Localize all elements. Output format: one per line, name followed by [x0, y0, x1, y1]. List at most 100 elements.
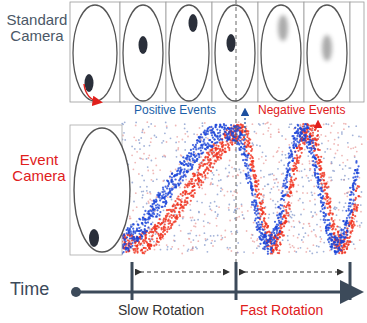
event-dot — [172, 215, 174, 217]
event-dot — [320, 134, 322, 136]
event-dot — [190, 230, 192, 232]
event-dot — [318, 162, 320, 164]
event-dot — [303, 208, 305, 210]
event-dot — [245, 128, 247, 130]
event-dot — [268, 213, 270, 215]
event-dot — [264, 123, 266, 125]
event-dot — [153, 245, 155, 247]
event-dot — [156, 196, 158, 198]
event-dot — [344, 175, 346, 177]
event-dot — [200, 180, 202, 182]
event-dot — [156, 228, 158, 230]
event-dot — [194, 175, 196, 177]
event-dot — [207, 156, 209, 158]
event-dot — [356, 187, 358, 189]
event-dot — [231, 250, 233, 252]
event-dot — [278, 131, 280, 133]
event-dot — [339, 164, 341, 166]
event-dot — [309, 168, 311, 170]
event-dot — [270, 123, 272, 125]
event-dot — [249, 146, 251, 148]
event-dot — [252, 161, 254, 163]
event-dot — [124, 139, 126, 141]
event-dot — [265, 224, 267, 226]
event-dot — [144, 250, 146, 252]
event-dot — [222, 149, 224, 151]
event-dot — [277, 234, 279, 236]
event-dot — [307, 247, 309, 249]
event-dot — [330, 132, 332, 134]
event-dot — [319, 226, 321, 228]
event-dot — [309, 136, 311, 138]
event-dot — [260, 177, 262, 179]
event-dot — [195, 153, 197, 155]
event-dot — [197, 178, 199, 180]
event-dot — [211, 209, 213, 211]
event-dot — [228, 204, 230, 206]
event-dot — [166, 244, 168, 246]
event-dot — [169, 216, 171, 218]
event-dot — [174, 211, 176, 213]
event-dot — [225, 144, 227, 146]
event-dot — [243, 251, 245, 253]
event-dot — [199, 179, 201, 181]
event-dot — [199, 127, 201, 129]
event-dot — [288, 144, 290, 146]
event-dot — [163, 225, 165, 227]
event-dot — [313, 186, 315, 188]
event-dot — [152, 180, 154, 182]
event-dot — [179, 204, 181, 206]
dark-spot — [322, 35, 332, 61]
event-dot — [166, 127, 168, 129]
event-dot — [138, 139, 140, 141]
event-dot — [184, 123, 186, 125]
event-dot — [196, 248, 198, 250]
event-dot — [269, 192, 271, 194]
event-dot — [305, 232, 307, 234]
event-dot — [204, 163, 206, 165]
event-dot — [136, 235, 138, 237]
event-dot — [302, 142, 304, 144]
event-dot — [266, 122, 268, 124]
event-dot — [141, 175, 143, 177]
event-dot — [329, 198, 331, 200]
event-dot — [193, 239, 195, 241]
event-dot — [293, 247, 295, 249]
event-dot — [156, 238, 158, 240]
event-dot — [180, 204, 182, 206]
frame-ellipse — [261, 5, 301, 101]
event-dot — [260, 203, 262, 205]
event-dot — [338, 209, 340, 211]
event-dot — [227, 191, 229, 193]
event-dot — [149, 240, 151, 242]
event-dot — [242, 131, 244, 133]
event-dot — [170, 209, 172, 211]
event-dot — [343, 179, 345, 181]
camera-frames — [70, 2, 364, 102]
event-dot — [205, 156, 207, 158]
event-dot — [210, 202, 212, 204]
event-dot — [253, 177, 255, 179]
event-dot — [202, 181, 204, 183]
event-dot — [268, 217, 270, 219]
event-dot — [272, 200, 274, 202]
event-dot — [304, 130, 306, 132]
event-dot — [180, 204, 182, 206]
event-dot — [288, 201, 290, 203]
event-dot — [175, 150, 177, 152]
event-dot — [127, 239, 129, 241]
event-dot — [188, 248, 190, 250]
event-dot — [149, 243, 151, 245]
event-dot — [330, 176, 332, 178]
event-dot — [151, 160, 153, 162]
event-dot — [217, 145, 219, 147]
event-dot — [164, 156, 166, 158]
event-dot — [313, 150, 315, 152]
event-dot — [198, 186, 200, 188]
event-dot — [133, 168, 135, 170]
event-dot — [312, 132, 314, 134]
event-dot — [131, 182, 133, 184]
event-dot — [288, 251, 290, 253]
event-dot — [141, 131, 143, 133]
event-dot — [327, 140, 329, 142]
